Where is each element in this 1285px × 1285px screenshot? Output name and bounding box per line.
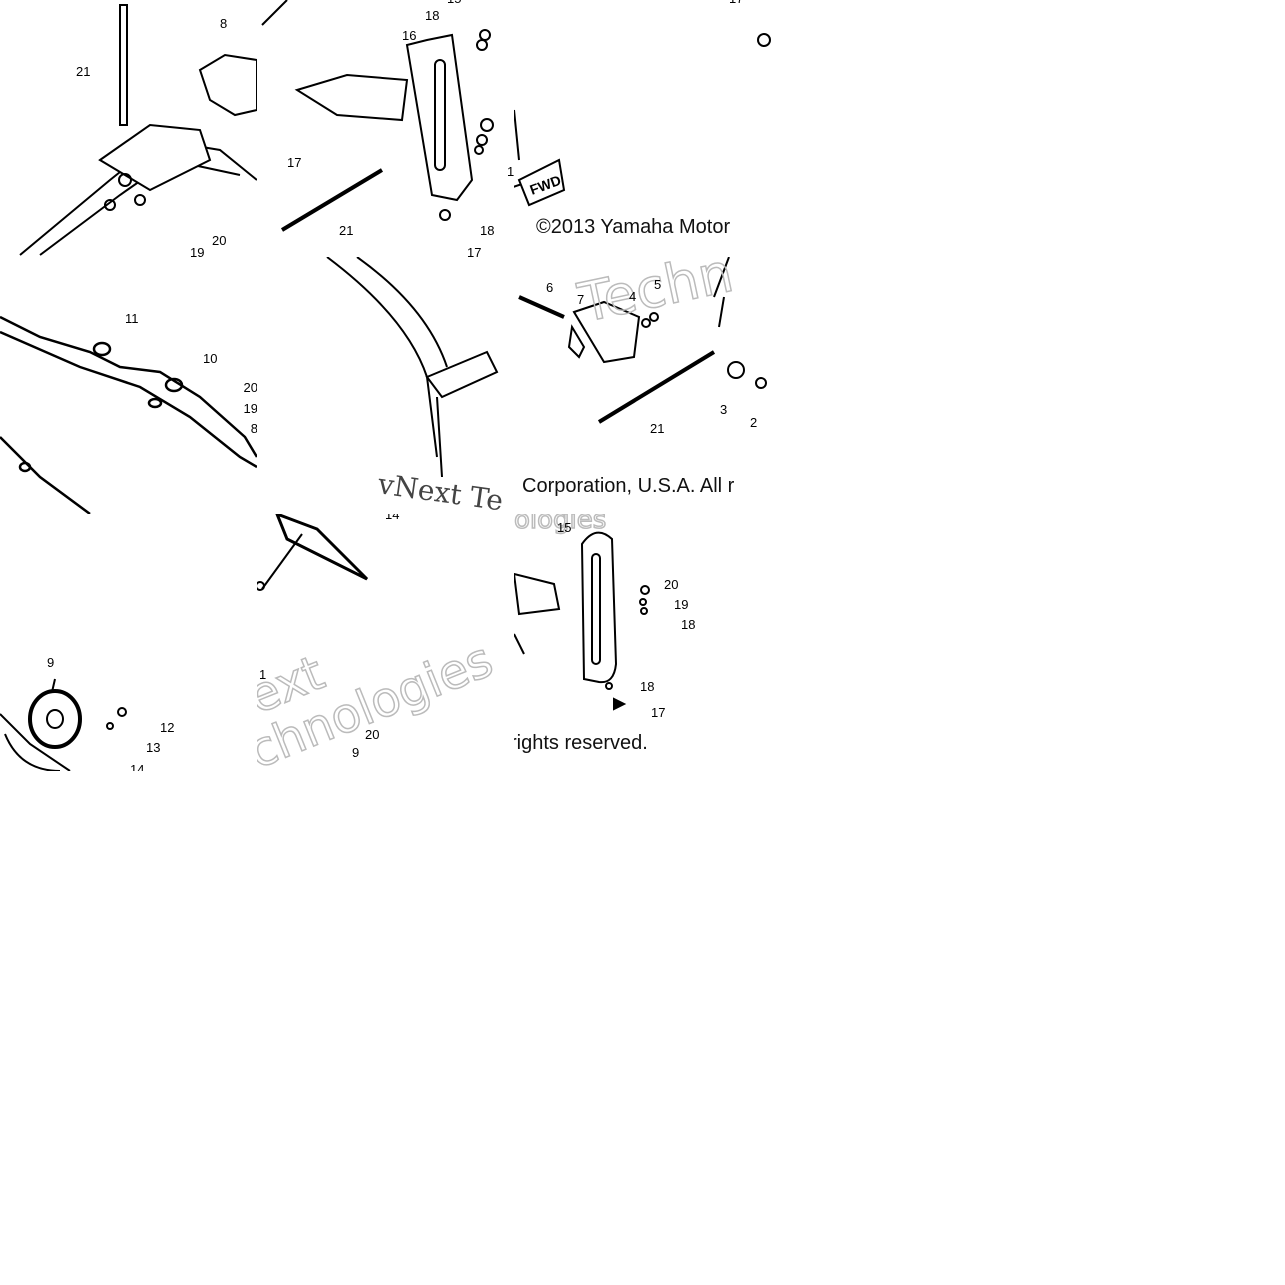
pulley-drawing: 9 12 13 14 <box>0 655 174 771</box>
callout-2: 2 <box>750 415 757 430</box>
callout-13: 13 <box>146 740 160 755</box>
watermark-serif: vNext Te <box>375 467 505 514</box>
mount-drawing: Techn 6 7 4 5 3 2 21 <box>518 257 767 436</box>
callout-15: 15 <box>557 520 571 535</box>
callout-18b: 18 <box>640 679 654 694</box>
diagram-tile-slotted-bracket: ologies 15 20 19 18 18 17 rights reserve… <box>514 514 771 771</box>
bracket-8 <box>198 53 257 117</box>
callout-20: 20 <box>664 577 678 592</box>
handle-assembly-drawing: 8 21 20 19 <box>19 4 257 257</box>
callout-14: 14 <box>385 514 399 522</box>
copyright-line-1: ©2013 Yamaha Motor <box>536 216 731 238</box>
callout-19: 19 <box>244 401 257 416</box>
callout-8: 8 <box>220 16 227 31</box>
callout-17: 17 <box>651 705 665 720</box>
callout-11: 11 <box>125 311 139 326</box>
shaft-rod-21 <box>119 4 128 126</box>
callout-8: 8 <box>251 421 257 436</box>
callout-1: 1 <box>259 667 266 682</box>
callout-21: 21 <box>339 223 353 238</box>
callout-20: 20 <box>212 233 226 248</box>
diagram-tile-curve-watermark: vNext Te <box>257 257 514 514</box>
callout-6: 6 <box>546 280 553 295</box>
bracket-drawing: 18 15 16 17 21 18 17 1 <box>261 0 514 257</box>
callout-3: 3 <box>720 402 727 417</box>
copyright-line-2: Corporation, U.S.A. All r <box>522 475 735 497</box>
callout-17: 17 <box>729 0 743 6</box>
callout-21: 21 <box>76 64 90 79</box>
callout-19: 19 <box>190 245 204 257</box>
callout-1: 1 <box>507 164 514 179</box>
callout-10: 10 <box>203 351 217 366</box>
callout-14: 14 <box>130 762 144 771</box>
slotted-bracket-drawing: ologies 15 20 19 18 18 17 <box>514 514 695 720</box>
diagram-tile-handle-assembly: 8 21 20 19 <box>0 0 257 257</box>
callout-18b: 18 <box>480 223 494 238</box>
callout-20: 20 <box>244 380 257 395</box>
callout-12: 12 <box>160 720 174 735</box>
watermark-ologies: ologies <box>514 514 606 535</box>
diagram-tile-pulley: 9 12 13 14 <box>0 514 257 771</box>
callout-9: 9 <box>47 655 54 670</box>
watermark-tech: Techn <box>573 257 739 335</box>
copyright-line-3: rights reserved. <box>514 732 648 754</box>
callout-5: 5 <box>654 277 661 292</box>
fwd-plate <box>517 158 566 207</box>
diagram-tile-mount: Techn 6 7 4 5 3 2 21 Corporation, U.S.A.… <box>514 257 771 514</box>
callout-18: 18 <box>681 617 695 632</box>
callout-19: 19 <box>674 597 688 612</box>
frame-plate-drawing: 11 10 20 19 8 <box>0 311 257 514</box>
curve-drawing: vNext Te <box>326 257 505 514</box>
callout-15: 15 <box>447 0 461 6</box>
callout-9: 9 <box>352 745 359 760</box>
callout-21: 21 <box>650 421 664 436</box>
callout-20: 20 <box>365 727 379 742</box>
callout-16: 16 <box>402 28 416 43</box>
diagram-tile-bracket: 18 15 16 17 21 18 17 1 <box>257 0 514 257</box>
diagram-tile-plate-watermark: ext chnologies 14 20 9 1 <box>257 514 514 771</box>
callout-17: 17 <box>287 155 301 170</box>
diagram-tile-frame-plate: 11 10 20 19 8 <box>0 257 257 514</box>
diagram-tile-fwd-tag: FWD 17 ©2013 Yamaha Motor <box>514 0 771 257</box>
plate-drawing: ext chnologies 14 20 9 1 <box>257 514 501 771</box>
callout-4: 4 <box>629 289 636 304</box>
callout-18: 18 <box>425 8 439 23</box>
callout-17b: 17 <box>467 245 481 257</box>
fwd-drawing: FWD 17 <box>514 0 771 207</box>
callout-7: 7 <box>577 292 584 307</box>
